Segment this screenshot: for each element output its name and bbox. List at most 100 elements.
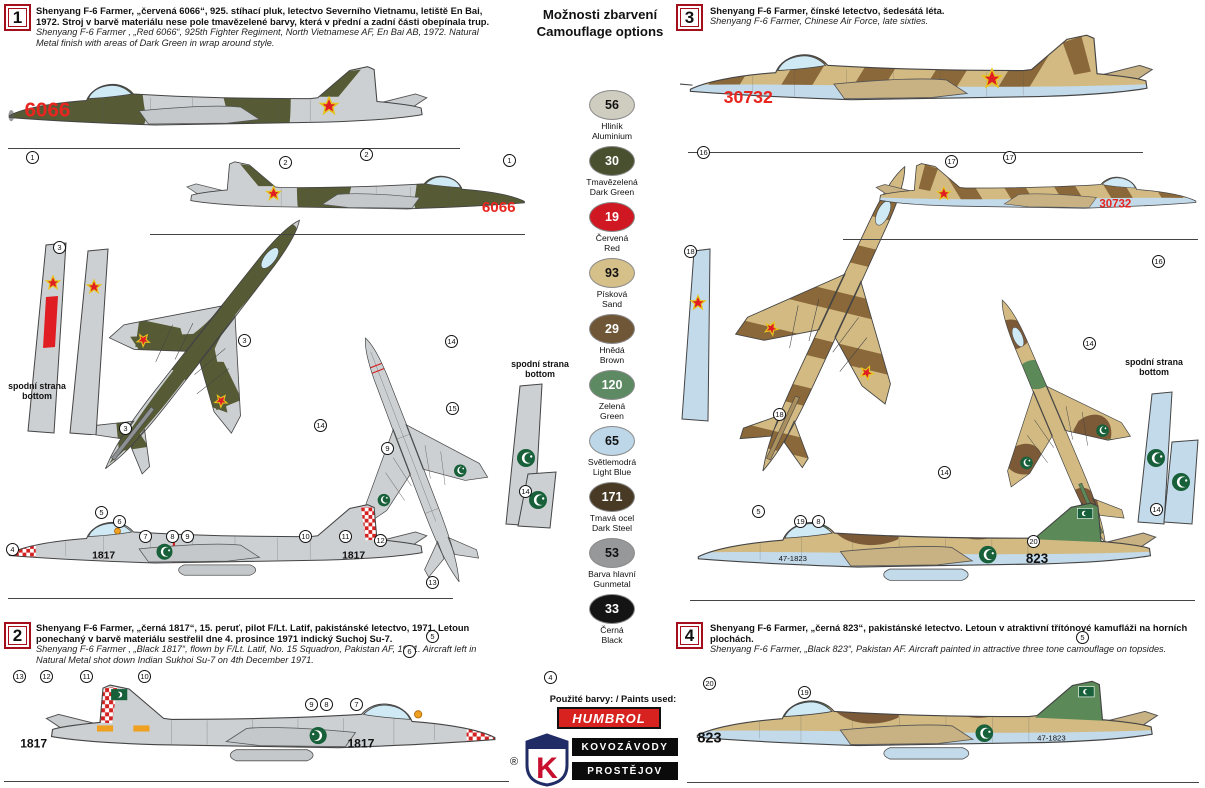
paint-name-english: Brown (599, 355, 625, 366)
vietnam-star-insignia (135, 333, 151, 349)
sheet-title: Možnosti zbarvení Camouflage options (525, 7, 675, 41)
paint-name-czech: Tmavá ocel (589, 513, 635, 523)
aircraft-side-profile-vietnam-starboard: 6066 (186, 161, 525, 216)
paint-swatch-56: 56 Hliník Aluminium (527, 90, 697, 141)
sheet-title-english: Camouflage options (536, 23, 664, 39)
callout-marker: 14 (519, 485, 532, 498)
callout-marker: 5 (1076, 631, 1089, 644)
pakistan-roundel (1172, 473, 1190, 491)
pakistan-roundel (156, 543, 173, 560)
vietnam-star-insignia (85, 278, 103, 295)
paint-oval: 53 (589, 538, 635, 568)
bottom-view-fin-pieces-vietnam (27, 242, 109, 435)
paint-name-czech: Hnědá (599, 345, 625, 355)
callout-marker: 16 (697, 146, 710, 159)
humbrol-logo: HUMBROL (557, 707, 661, 729)
callout-marker: 9 (305, 698, 318, 711)
callout-marker: 13 (426, 576, 439, 589)
callout-marker: 19 (798, 686, 811, 699)
callout-marker: 18 (773, 408, 786, 421)
top-view-china (662, 118, 1005, 521)
wing (839, 724, 975, 745)
paint-name-czech: Světlemodrá (587, 457, 637, 467)
scheme-3-badge: 3 (676, 4, 703, 31)
scheme-4-text-english: Shenyang F-6 Farmer, „Black 823“, Pakist… (710, 644, 1167, 655)
china-star-insignia (980, 67, 1004, 89)
paint-name-english: Dark Steel (591, 523, 633, 534)
callout-marker: 8 (166, 530, 179, 543)
callout-marker: 12 (40, 670, 53, 683)
scheme-4-text-czech: Shenyang F-6 Farmer, „černá 823“, pakist… (710, 622, 1188, 645)
paint-name-czech: Písková (596, 289, 628, 299)
paint-swatch-29: 29 Hnědá Brown (527, 314, 697, 365)
tail-code: 1817 (342, 550, 365, 561)
scheme-2-text-czech: Shenyang F-6 Farmer, „černá 1817“, 15. p… (36, 622, 470, 645)
paint-name-english: Green (600, 411, 624, 422)
scheme-3-text-czech: Shenyang F-6 Farmer, čínské letectvo, še… (710, 5, 945, 16)
serial-number: 47-1823 (779, 554, 807, 563)
callout-marker: 18 (684, 245, 697, 258)
paint-swatch-93: 93 Písková Sand (527, 258, 697, 309)
callout-marker: 3 (53, 241, 66, 254)
callout-marker: 11 (80, 670, 93, 683)
tail-code: 1817 (347, 737, 374, 751)
callout-marker: 5 (426, 630, 439, 643)
callout-marker: 5 (752, 505, 765, 518)
callout-marker: 1 (26, 151, 39, 164)
tail-code: 823 (1026, 551, 1048, 566)
paint-swatch-33: 33 Černá Black (527, 594, 697, 645)
paint-name-czech: Tmavězelená (586, 177, 638, 187)
scheme-4-badge: 4 (676, 622, 703, 649)
vietnam-star-insignia (44, 274, 62, 291)
callout-marker: 17 (945, 155, 958, 168)
aircraft-side-profile-pakistan-823-port: 47-1823 823 (697, 502, 1157, 581)
fin-top (110, 406, 155, 461)
paint-name-english: Dark Green (589, 187, 635, 198)
fuselage-outline (696, 680, 1153, 747)
canopy-top (1011, 327, 1025, 347)
brand-name-line2: PROSTĚJOV (572, 762, 678, 780)
datum-line (687, 782, 1199, 783)
bottom-view-label: spodní strana bottom (505, 359, 575, 380)
callout-marker: 8 (812, 515, 825, 528)
tail-code: 1817 (92, 550, 115, 561)
callout-marker: 3 (119, 422, 132, 435)
canopy-glass (777, 55, 827, 72)
pakistan-roundel (978, 545, 997, 564)
mirrored-airframe (875, 163, 1197, 209)
scheme-1-text-english: Shenyang F-6 Farmer , „Red 6066“, 925th … (36, 27, 479, 49)
bottom-label-english: bottom (22, 390, 52, 401)
aircraft-side-profile-vietnam-port: 6066 (8, 66, 428, 126)
callout-marker: 16 (1152, 255, 1165, 268)
pakistan-roundel (454, 464, 467, 478)
canopy-glass (87, 85, 133, 100)
bottom-view-stab-piece-pakistan-823 (1137, 391, 1173, 525)
scheme-2-text-english: Shenyang F-6 Farmer , „Black 1817“, flow… (36, 644, 477, 666)
wing-fences (1027, 406, 1088, 463)
paint-oval: 19 (589, 202, 635, 232)
paint-swatch-19: 19 Červená Red (527, 202, 697, 253)
callout-marker: 9 (181, 530, 194, 543)
scheme-3-text-english: Shenyang F-6 Farmer, Chinese Air Force, … (710, 16, 929, 27)
aircraft-side-profile-pakistan-823-starboard: 823 47-1823 (696, 680, 1159, 760)
aircraft-side-profile-china-starboard: 30732 (875, 163, 1197, 211)
paint-oval: 65 (589, 426, 635, 456)
top-view-pakistan-823 (922, 264, 1186, 580)
canopy-top (260, 247, 279, 269)
paint-name-english: Gunmetal (593, 579, 631, 590)
paint-name-czech: Červená (595, 233, 629, 243)
callout-marker: 17 (1003, 151, 1016, 164)
vietnam-star-insignia (318, 95, 340, 116)
callout-marker: 14 (1083, 337, 1096, 350)
paint-oval: 30 (589, 146, 635, 176)
bottom-label-czech: spodní strana (511, 359, 569, 369)
tail-code: 6066 (24, 99, 70, 122)
callout-marker: 14 (1150, 503, 1163, 516)
callout-marker: 5 (95, 506, 108, 519)
paint-name-english: Black (601, 635, 623, 646)
scheme-4-description: Shenyang F-6 Farmer, „černá 823“, pakist… (710, 622, 1190, 655)
callout-marker: 2 (279, 156, 292, 169)
paint-oval: 120 (589, 370, 635, 400)
paint-swatch-65: 65 Světlemodrá Light Blue (527, 426, 697, 477)
datum-line (4, 781, 509, 782)
